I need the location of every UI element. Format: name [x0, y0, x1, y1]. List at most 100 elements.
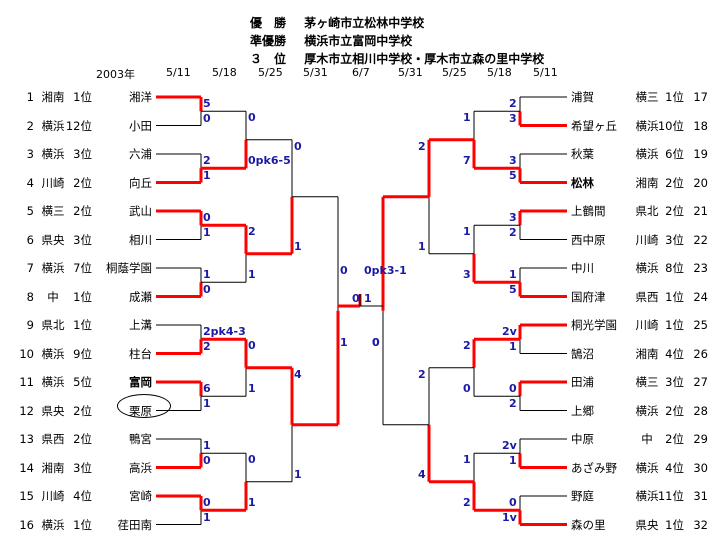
date-label: 5/25	[442, 66, 467, 79]
date-label: 5/31	[303, 66, 328, 79]
match-score: 0	[372, 336, 380, 349]
team-region: 横浜	[635, 460, 659, 475]
match-score: 2	[509, 225, 517, 239]
team-name: 成瀬	[129, 289, 152, 304]
team-name: 相川	[129, 232, 152, 247]
match-score: 1	[509, 453, 517, 467]
seed-number: 1	[26, 90, 34, 104]
match-score: 0	[203, 496, 211, 509]
team-rank: 3位	[73, 232, 92, 247]
team-region: 県央	[41, 232, 65, 247]
team-name: 西中原	[571, 232, 606, 247]
team-region: 横三	[635, 90, 659, 104]
seed-number: 2	[26, 118, 34, 133]
match-score: 1	[463, 111, 471, 125]
date-label: 5/18	[487, 66, 512, 79]
match-score: 4	[418, 467, 426, 481]
team-region: 横浜	[41, 517, 65, 532]
team-region: 県北	[635, 204, 659, 218]
date-label: 5/18	[212, 66, 237, 79]
match-score: 0	[372, 336, 380, 349]
team-rank: 11位	[657, 489, 684, 503]
seed-number: 21	[693, 204, 708, 218]
team-region: 横浜	[41, 375, 65, 389]
team-rank: 2位	[73, 403, 92, 418]
third-place-label: ３ 位	[250, 52, 287, 66]
team-name: 小田	[129, 118, 152, 133]
team-region: 横浜	[41, 118, 65, 133]
seed-number: 23	[693, 261, 708, 275]
match-score: 1	[248, 382, 256, 396]
seed-number: 25	[693, 318, 708, 332]
team-rank: 1位	[73, 289, 92, 304]
seed-number: 26	[693, 346, 708, 361]
team-rank: 8位	[665, 261, 684, 275]
match-score: 0	[248, 453, 256, 467]
match-score: 2pk4-3	[203, 325, 246, 338]
match-score: 1	[203, 268, 211, 281]
match-score: 2	[509, 396, 517, 410]
team-rank: 5位	[73, 375, 92, 389]
team-region: 横浜	[41, 261, 65, 275]
match-score: 2v	[502, 325, 517, 338]
team-rank: 3位	[73, 147, 92, 161]
team-region: 横浜	[635, 147, 659, 161]
seed-number: 7	[26, 261, 34, 275]
match-score: 0	[203, 282, 211, 296]
match-score: 0	[203, 453, 211, 467]
team-region: 県北	[41, 318, 65, 332]
seed-number: 18	[693, 118, 708, 133]
team-region: 県央	[41, 403, 65, 418]
match-score: 0pk3-1	[364, 264, 407, 277]
seed-number: 4	[26, 175, 34, 190]
date-label: 5/25	[258, 66, 283, 79]
match-score: 1v	[502, 510, 517, 524]
seed-number: 22	[693, 232, 708, 247]
match-score: 1	[340, 336, 348, 349]
match-score: 0	[352, 292, 360, 305]
seed-number: 30	[693, 460, 708, 475]
seed-number: 13	[19, 432, 34, 446]
match-score: 0	[203, 111, 211, 125]
match-score: 1	[294, 239, 302, 253]
team-region: 中	[641, 432, 653, 446]
third-place-row: ３ 位 厚木市立相川中学校・厚木市立森の里中学校	[250, 50, 544, 67]
runner-up-label: 準優勝	[250, 34, 287, 48]
team-name: 浦賀	[571, 90, 594, 104]
team-rank: 10位	[657, 118, 684, 133]
match-score: 2	[203, 154, 211, 167]
team-name: 森の里	[571, 517, 606, 532]
match-score: 0	[340, 264, 348, 277]
seed-number: 15	[19, 489, 34, 503]
seed-number: 27	[693, 375, 708, 389]
team-region: 横浜	[635, 118, 659, 133]
match-score: 2	[463, 496, 471, 510]
highlight-circle	[117, 394, 171, 418]
team-region: 湘南	[41, 460, 65, 475]
team-rank: 1位	[73, 90, 92, 104]
seed-number: 31	[693, 489, 708, 503]
champion-team: 茅ヶ崎市立松林中学校	[304, 16, 425, 30]
team-region: 横浜	[41, 147, 65, 161]
team-rank: 4位	[665, 460, 684, 475]
match-score: 2v	[502, 439, 517, 452]
match-score: 6	[203, 382, 211, 395]
date-label: 5/11	[166, 66, 191, 79]
team-name: 六浦	[129, 147, 152, 161]
team-rank: 12位	[65, 118, 92, 133]
date-label: 5/31	[398, 66, 423, 79]
date-label: 6/7	[352, 66, 370, 79]
champion-row: 優 勝 茅ヶ崎市立松林中学校	[250, 14, 424, 31]
team-name: 宮崎	[129, 489, 152, 503]
match-score: 4	[294, 367, 302, 381]
match-score: 1	[203, 510, 211, 524]
seed-number: 17	[693, 90, 708, 104]
match-score: 1	[463, 453, 471, 467]
seed-number: 6	[26, 232, 34, 247]
match-score: 2	[203, 339, 211, 353]
date-label: 5/11	[533, 66, 558, 79]
seed-number: 16	[19, 517, 34, 532]
team-name: 上鶴間	[571, 204, 606, 218]
team-name: 桐蔭学園	[106, 261, 152, 275]
